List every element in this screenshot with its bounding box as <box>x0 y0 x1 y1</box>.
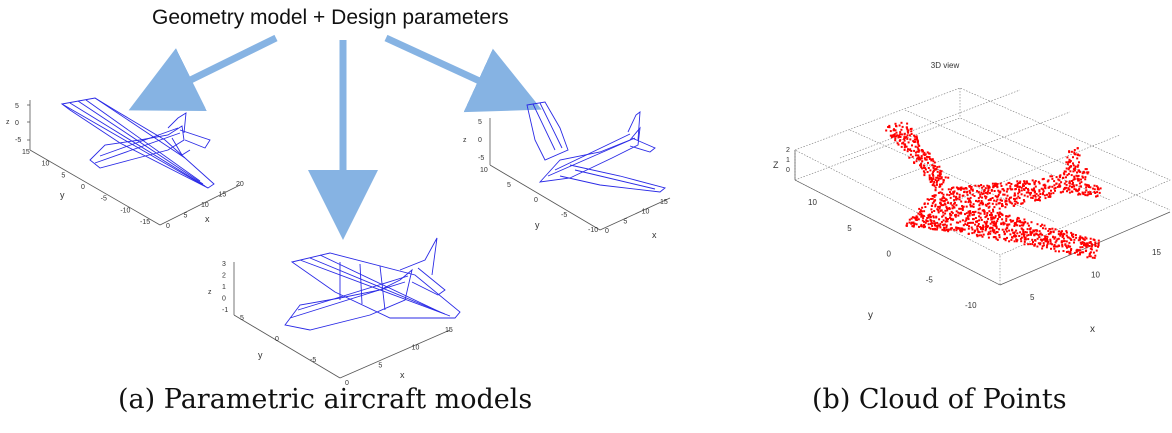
model-middle-wireframe <box>284 237 461 331</box>
y-tick-label: -5 <box>561 212 567 219</box>
y-tick-label: 10 <box>42 161 50 168</box>
z-axis-label: z <box>6 119 10 126</box>
z-tick-label: -1 <box>222 307 228 314</box>
cloud-points <box>885 121 1102 259</box>
x-tick-label: 5 <box>184 213 188 220</box>
y-axis-label: y <box>535 220 540 230</box>
cloud-x-tick-label: 5 <box>1030 293 1035 302</box>
y-tick-label: -10 <box>120 207 130 214</box>
z-tick-label: 0 <box>478 137 482 144</box>
y-tick-label: -5 <box>101 196 107 203</box>
cloud-y-tick-label: 0 <box>887 250 892 259</box>
arrow-left <box>128 34 278 111</box>
x-tick-label: 5 <box>623 218 627 225</box>
z-tick-label: 0 <box>222 296 226 303</box>
z-tick-label: 3 <box>222 261 226 268</box>
cloud-z-tick-label: 0 <box>786 167 790 174</box>
cloud-x-tick-label: 10 <box>1091 271 1100 280</box>
y-tick-label: 5 <box>240 315 244 322</box>
z-tick-label: 0 <box>15 120 19 127</box>
y-tick-label: 0 <box>534 197 538 204</box>
cloud-plot-box <box>794 87 1171 286</box>
x-tick-label: 10 <box>642 209 650 216</box>
cloud-z-axis-label: Z <box>773 160 779 170</box>
cloud-x-axis-label: x <box>1090 324 1095 335</box>
model-left <box>27 97 241 226</box>
cloud-y-tick-label: 5 <box>847 224 852 233</box>
z-axis-label: z <box>208 289 212 296</box>
model-right-wireframe <box>526 101 666 193</box>
cloud-y-tick-label: 10 <box>808 198 817 207</box>
cloud-y-tick-label: -10 <box>965 301 977 310</box>
x-tick-label: 15 <box>660 199 668 206</box>
x-tick-label: 15 <box>219 192 227 199</box>
z-axis-label: z <box>463 137 467 144</box>
x-axis-label: x <box>205 214 210 224</box>
y-tick-label: -10 <box>588 227 598 234</box>
tick-labels: 50-5z151050-5-10-15y05101520x3210-1z50-5… <box>6 103 1161 387</box>
arrow-right <box>384 34 542 113</box>
z-tick-label: 1 <box>222 284 226 291</box>
cloud-plot-axes <box>794 150 1171 286</box>
caption-cloud-of-points: (b) Cloud of Points <box>812 384 1067 415</box>
y-tick-label: 15 <box>22 149 30 156</box>
arrows <box>128 34 542 240</box>
x-tick-label: 0 <box>345 380 349 387</box>
model-left-axes <box>27 100 241 226</box>
cloud-x-tick-label: 15 <box>1152 248 1161 257</box>
z-tick-label: 2 <box>222 273 226 280</box>
caption-parametric-models: (a) Parametric aircraft models <box>118 384 533 415</box>
model-middle-axes <box>233 262 451 379</box>
y-axis-label: y <box>60 190 65 200</box>
cloud-y-axis-label: y <box>868 310 873 321</box>
z-tick-label: -5 <box>15 137 21 144</box>
cloud-plot-title: 3D view <box>931 61 960 70</box>
y-tick-label: 5 <box>507 182 511 189</box>
x-tick-label: 20 <box>236 181 244 188</box>
y-tick-label: 0 <box>81 184 85 191</box>
y-axis-label: y <box>258 350 263 360</box>
model-right-axes <box>489 118 671 231</box>
z-tick-label: 5 <box>15 103 19 110</box>
y-tick-label: 0 <box>275 336 279 343</box>
y-tick-label: -15 <box>140 219 150 226</box>
cloud-z-tick-label: 2 <box>786 147 790 154</box>
y-tick-label: 5 <box>61 172 65 179</box>
z-tick-label: -5 <box>478 155 484 162</box>
model-middle <box>233 237 461 379</box>
cloud-y-tick-label: -5 <box>926 275 934 284</box>
y-tick-label: 10 <box>480 167 488 174</box>
z-tick-label: 5 <box>478 119 482 126</box>
x-tick-label: 0 <box>605 228 609 235</box>
model-right <box>489 101 671 231</box>
model-left-wireframe <box>60 97 215 189</box>
x-tick-label: 10 <box>412 345 420 352</box>
cloud-plot: 3D view <box>794 61 1171 286</box>
cloud-z-tick-label: 1 <box>786 157 790 164</box>
x-axis-label: x <box>652 230 657 240</box>
figure-title: Geometry model + Design parameters <box>152 6 509 29</box>
x-axis-label: x <box>400 370 405 380</box>
y-tick-label: -5 <box>310 357 316 364</box>
x-tick-label: 15 <box>445 327 453 334</box>
x-tick-label: 0 <box>166 223 170 230</box>
x-tick-label: 5 <box>378 362 382 369</box>
x-tick-label: 10 <box>201 202 209 209</box>
